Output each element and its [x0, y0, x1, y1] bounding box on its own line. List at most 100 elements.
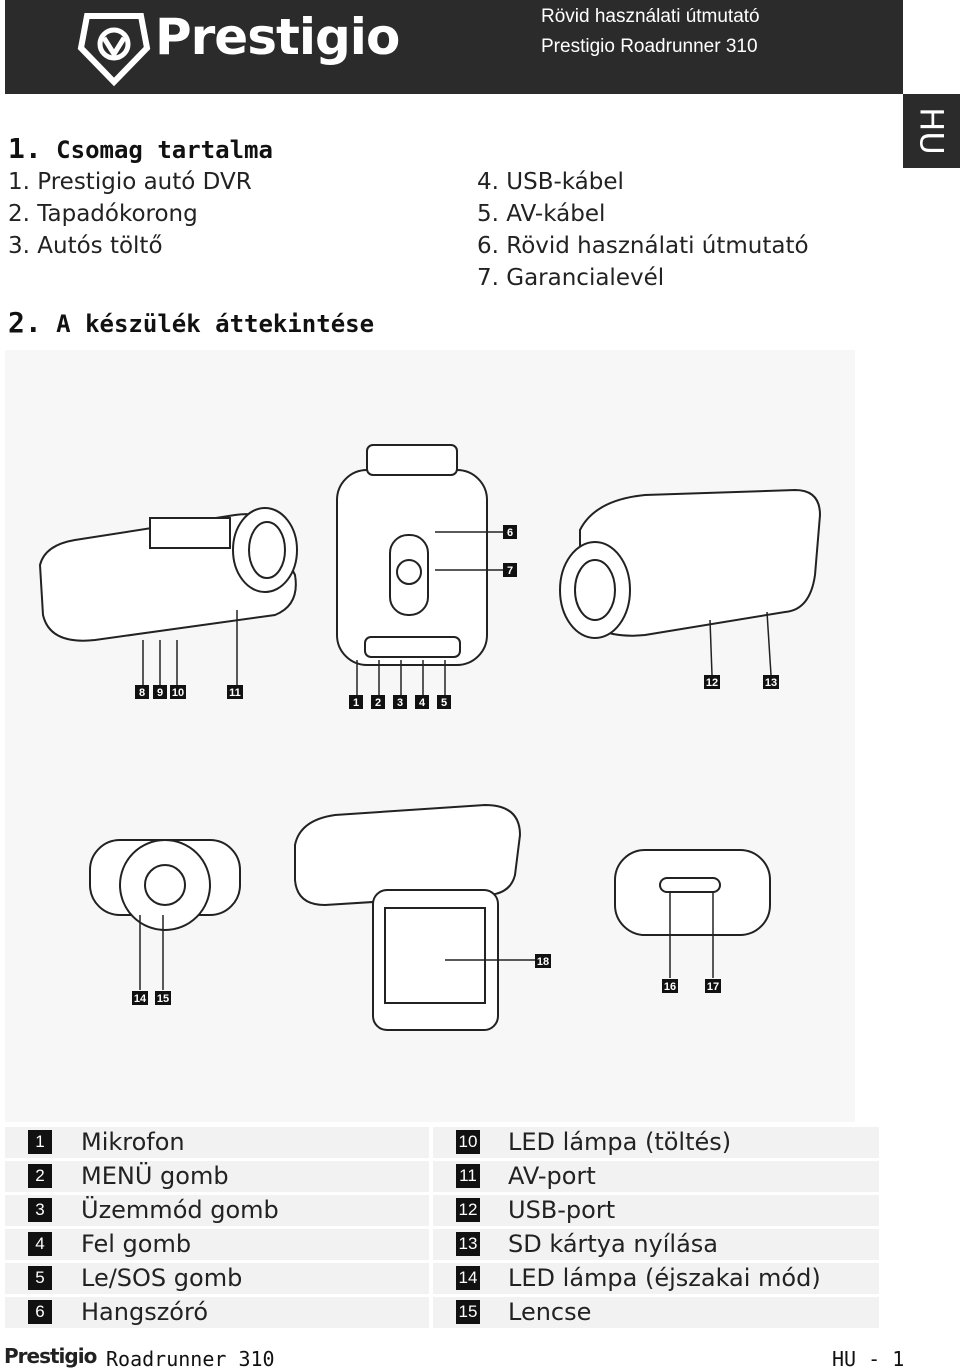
svg-text:5: 5 — [441, 697, 447, 709]
callout-badge: 13 — [763, 675, 779, 689]
legend-number: 6 — [28, 1300, 52, 1324]
callout-badge: 4 — [415, 695, 429, 709]
legend-row: 5 Le/SOS gomb — [5, 1263, 429, 1294]
language-tab-label: HU — [912, 107, 951, 155]
front-lens — [144, 864, 186, 906]
svg-text:15: 15 — [157, 993, 169, 1005]
svg-text:10: 10 — [172, 687, 184, 699]
callout-badge: 12 — [704, 675, 720, 689]
package-item: 5. AV-kábel — [477, 201, 606, 227]
svg-text:13: 13 — [765, 677, 777, 689]
svg-text:3: 3 — [397, 697, 403, 709]
legend-number: 15 — [456, 1300, 480, 1324]
legend-number: 13 — [456, 1232, 480, 1256]
speaker-grille — [396, 559, 422, 585]
svg-text:12: 12 — [706, 677, 718, 689]
legend-row: 1 Mikrofon — [5, 1127, 429, 1158]
legend-label: Mikrofon — [81, 1128, 185, 1156]
legend-label: SD kártya nyílása — [508, 1230, 719, 1258]
section-number: 1. — [8, 132, 42, 165]
legend-row: 3 Üzemmód gomb — [5, 1195, 429, 1226]
device-top — [294, 803, 522, 907]
svg-text:11: 11 — [229, 687, 241, 699]
legend-number: 14 — [456, 1266, 480, 1290]
package-item: 3. Autós töltő — [8, 233, 163, 259]
legend-row: 4 Fel gomb — [5, 1229, 429, 1260]
callout-badge: 10 — [170, 685, 186, 699]
callout-badge: 16 — [662, 979, 678, 993]
legend-number: 4 — [28, 1232, 52, 1256]
legend-label: USB-port — [508, 1196, 616, 1224]
section-title-overview: 2. A készülék áttekintése — [8, 306, 374, 339]
page-number: HU - 1 — [832, 1347, 905, 1371]
svg-text:2: 2 — [375, 697, 381, 709]
callout-badge: 17 — [705, 979, 721, 993]
package-item: 6. Rövid használati útmutató — [477, 233, 809, 259]
legend-label: AV-port — [508, 1162, 596, 1190]
callout-badge: 3 — [393, 695, 407, 709]
callout-badge: 5 — [437, 695, 451, 709]
package-item: 1. Prestigio autó DVR — [8, 169, 252, 195]
callout-badge: 8 — [135, 685, 149, 699]
legend-number: 1 — [28, 1130, 52, 1154]
footer-model: Roadrunner 310 — [106, 1347, 275, 1371]
section-title-text: A készülék áttekintése — [56, 310, 375, 338]
callout-badge: 15 — [155, 991, 171, 1005]
mount-top — [366, 444, 458, 476]
callout-badge: 6 — [503, 525, 517, 539]
svg-text:18: 18 — [537, 956, 549, 968]
header-model: Prestigio Roadrunner 310 — [541, 36, 758, 57]
section-number: 2. — [8, 306, 42, 339]
svg-text:8: 8 — [139, 687, 145, 699]
svg-text:4: 4 — [419, 697, 426, 709]
legend-label: Fel gomb — [81, 1230, 192, 1258]
legend-number: 12 — [456, 1198, 480, 1222]
legend-row: 13 SD kártya nyílása — [433, 1229, 879, 1260]
svg-text:9: 9 — [157, 687, 163, 699]
legend-label: Le/SOS gomb — [81, 1264, 243, 1292]
legend-number: 2 — [28, 1164, 52, 1188]
language-tab: HU — [903, 94, 960, 168]
lens — [248, 521, 286, 579]
package-item: 2. Tapadókorong — [8, 201, 198, 227]
package-item: 4. USB-kábel — [477, 169, 624, 195]
legend-label: MENÜ gomb — [81, 1162, 229, 1190]
callout-badge: 11 — [227, 685, 243, 699]
legend-row: 6 Hangszóró — [5, 1297, 429, 1328]
legend-row: 2 MENÜ gomb — [5, 1161, 429, 1192]
package-item: 7. Garancialevél — [477, 265, 665, 291]
callout-badge: 1 — [349, 695, 363, 709]
svg-text:1: 1 — [353, 697, 359, 709]
legend-row: 10 LED lámpa (töltés) — [433, 1127, 879, 1158]
svg-text:17: 17 — [707, 981, 719, 993]
svg-text:6: 6 — [507, 527, 513, 539]
legend-label: LED lámpa (éjszakai mód) — [508, 1264, 821, 1292]
svg-text:7: 7 — [507, 565, 513, 577]
mount-clip — [149, 517, 231, 549]
brand-wordmark: Prestigio — [155, 8, 400, 66]
prestigio-logo-icon — [77, 13, 151, 87]
callout-badge: 7 — [503, 563, 517, 577]
legend-number: 3 — [28, 1198, 52, 1222]
legend-label: Hangszóró — [81, 1298, 209, 1326]
legend-row: 14 LED lámpa (éjszakai mód) — [433, 1263, 879, 1294]
callout-badge: 14 — [132, 991, 148, 1005]
legend-label: Lencse — [508, 1298, 592, 1326]
usb-slot — [659, 877, 721, 893]
legend-row: 12 USB-port — [433, 1195, 879, 1226]
callout-badge: 9 — [153, 685, 167, 699]
section-title-text: Csomag tartalma — [56, 136, 273, 164]
page-header: Prestigio Rövid használati útmutató Pres… — [5, 0, 903, 94]
device-overview-diagram: 8 9 10 11 1 2 3 4 5 6 7 12 13 14 15 18 1… — [5, 350, 855, 1122]
device-side-left — [38, 513, 297, 642]
legend-label: LED lámpa (töltés) — [508, 1128, 732, 1156]
callout-badge: 18 — [535, 954, 551, 968]
legend-number: 5 — [28, 1266, 52, 1290]
legend-row: 15 Lencse — [433, 1297, 879, 1328]
svg-text:16: 16 — [664, 981, 676, 993]
device-side-right — [579, 488, 822, 637]
button-row — [364, 636, 461, 658]
legend-number: 10 — [456, 1130, 480, 1154]
svg-text:14: 14 — [134, 993, 147, 1005]
lcd-display — [384, 907, 486, 1004]
